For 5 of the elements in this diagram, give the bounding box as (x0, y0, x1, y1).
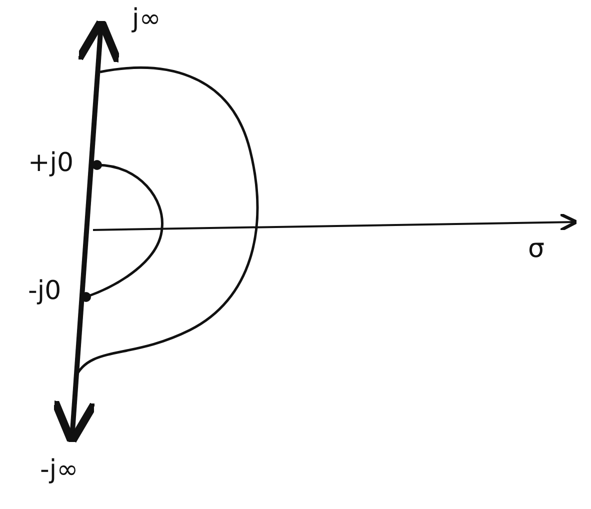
axis-tick-label: -j0 (28, 276, 62, 306)
axis-tick-label: +j0 (28, 148, 74, 178)
axis-tick-label: -j∞ (40, 455, 78, 485)
axis-tick-label: j∞ (132, 4, 161, 34)
axis-label: σ (528, 234, 544, 264)
